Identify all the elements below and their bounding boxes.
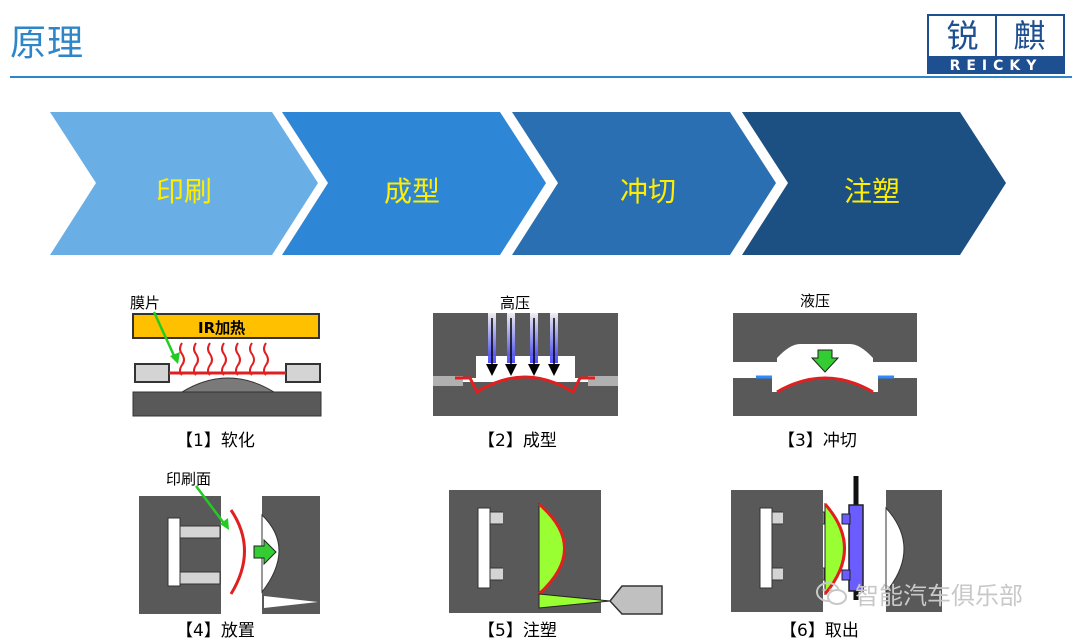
formed-film — [455, 375, 595, 395]
panel-3-cutting — [733, 313, 917, 416]
film-layer — [537, 502, 566, 596]
gripper — [848, 504, 864, 592]
film-pointer — [152, 311, 178, 361]
panel-4-placing — [139, 485, 320, 614]
mold-core — [449, 490, 503, 613]
panel-6-ejecting — [731, 476, 942, 612]
chevron-step-1 — [50, 112, 318, 255]
logo-characters: 锐 麒 — [929, 16, 1063, 56]
clamp-left — [134, 363, 170, 383]
caption-1: 【1】软化 — [176, 431, 255, 451]
watermark: 智能汽车俱乐部 — [815, 576, 1023, 611]
print-side-label: 印刷面 — [166, 470, 212, 488]
caption-5: 【5】注塑 — [478, 621, 557, 641]
high-pressure-label: 高压 — [500, 294, 531, 312]
logo-separator — [995, 16, 997, 56]
logo-char-1: 锐 — [946, 17, 979, 55]
step-3-label: 冲切 — [619, 175, 676, 208]
panel-5-injection — [449, 490, 663, 615]
lower-mold — [132, 391, 322, 417]
film-label: 膜片 — [130, 294, 161, 312]
chevron-step-3 — [512, 112, 776, 255]
logo-char-2: 麒 — [1013, 17, 1046, 55]
injection-nozzle — [609, 585, 663, 615]
high-pressure-beams — [486, 313, 560, 376]
page-title: 原理 — [10, 23, 85, 64]
ir-heating-label: IR加热 — [198, 319, 246, 337]
hydraulic-label: 液压 — [800, 292, 831, 310]
caption-2: 【2】成型 — [478, 431, 557, 451]
caption-6: 【6】取出 — [780, 621, 859, 641]
chevron-step-4 — [742, 112, 1006, 255]
place-arrow — [253, 538, 277, 566]
upper-mold — [433, 313, 618, 356]
heat-waves — [179, 342, 269, 376]
step-2-label: 成型 — [383, 175, 440, 208]
mold-core — [731, 490, 783, 612]
press-arrow — [810, 349, 840, 373]
watermark-text: 智能汽车俱乐部 — [855, 582, 1023, 610]
panel-1-softening — [132, 311, 322, 417]
runner — [538, 593, 611, 609]
logo: 锐 麒 REICKY — [927, 14, 1065, 74]
clamp-right — [285, 363, 321, 383]
step-4-label: 注塑 — [843, 175, 900, 208]
title-divider — [10, 76, 1072, 78]
chevron-step-2 — [282, 112, 546, 255]
panel-2-forming — [433, 313, 618, 416]
cut-film — [776, 376, 874, 394]
logo-latin: REICKY — [949, 58, 1043, 74]
caption-3: 【3】冲切 — [778, 431, 857, 451]
wechat-icon — [816, 581, 847, 605]
step-1-label: 印刷 — [155, 175, 212, 208]
printed-film — [229, 509, 246, 595]
mold-dome — [180, 377, 276, 393]
caption-4: 【4】放置 — [176, 621, 255, 641]
print-side-pointer — [195, 485, 227, 527]
